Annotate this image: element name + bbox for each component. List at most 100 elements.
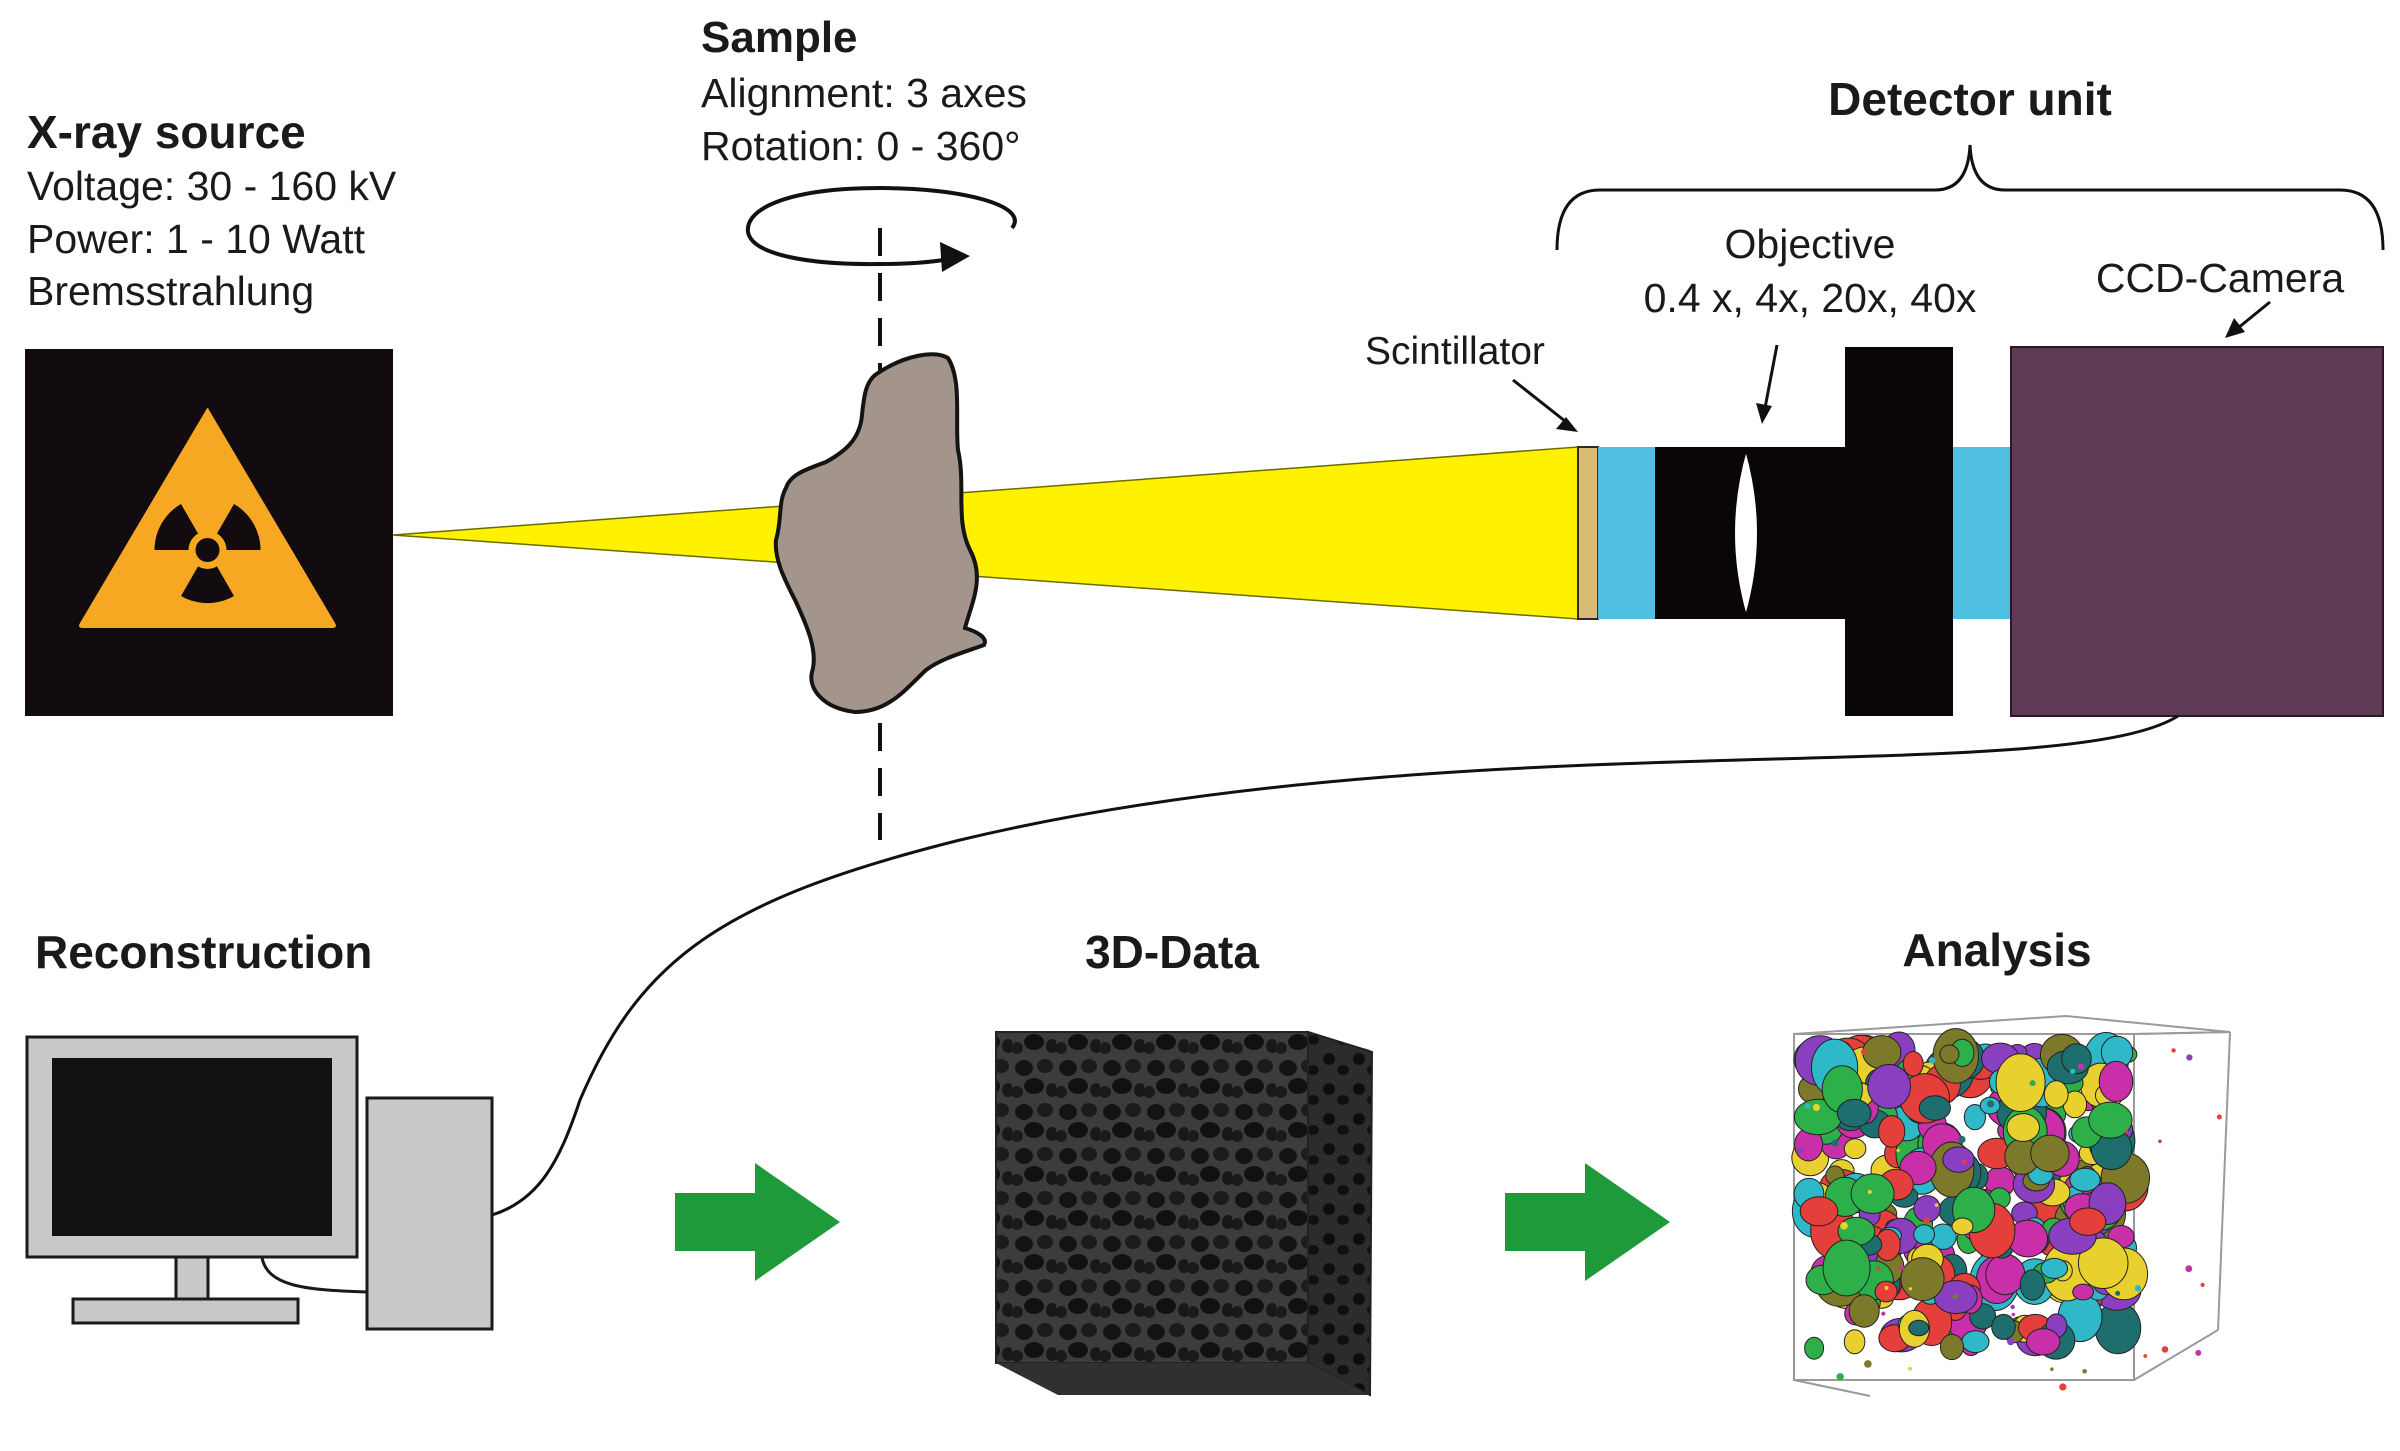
grain-speck xyxy=(1804,1103,1811,1109)
reconstruction-title: Reconstruction xyxy=(35,926,372,978)
grain-speck xyxy=(2143,1354,2148,1358)
detector-unit-brace xyxy=(1555,144,2385,251)
grain-speck xyxy=(2161,1346,2169,1353)
light-guide-front xyxy=(1598,447,1655,619)
grain-speck xyxy=(1908,1287,1913,1291)
objective-label: Objective xyxy=(1725,221,1896,267)
grain xyxy=(1850,1173,1895,1214)
grain-speck xyxy=(1861,1049,1867,1055)
grain xyxy=(2069,1207,2107,1236)
grain-speck xyxy=(1796,1146,1804,1154)
grain-speck xyxy=(2185,1265,2193,1273)
grain-speck xyxy=(1934,1203,1939,1207)
grain xyxy=(2040,1257,2069,1279)
grain-speck xyxy=(1840,1222,1848,1230)
grain-speck xyxy=(2200,1282,2205,1287)
objective-lens xyxy=(1733,446,1759,620)
sample-rotation: Rotation: 0 - 360° xyxy=(701,123,1021,169)
grain xyxy=(1961,1330,1990,1354)
ccd-camera-label: CCD-Camera xyxy=(2096,255,2345,301)
detector-unit-title: Detector unit xyxy=(1828,73,2112,125)
objective-pointer xyxy=(1756,344,1779,424)
grain-speck xyxy=(2171,1048,2176,1053)
xray-source-labels: X-ray source Voltage: 30 - 160 kV Power:… xyxy=(27,106,397,314)
analysis-grains xyxy=(1791,1028,2222,1391)
3d-data-cube xyxy=(995,1030,1374,1397)
xray-beam xyxy=(392,446,1579,620)
grain-speck xyxy=(2186,1054,2193,1061)
grain-speck xyxy=(2070,1068,2076,1074)
grain-speck xyxy=(1836,1373,1844,1381)
ccd-camera xyxy=(2010,346,2384,717)
grain xyxy=(2069,1167,2101,1192)
grain-speck xyxy=(1958,1135,1966,1144)
grain xyxy=(2006,1113,2040,1142)
grain xyxy=(1874,1280,1898,1303)
grain-speck xyxy=(1923,1217,1930,1224)
grain-speck xyxy=(2077,1063,2085,1070)
grain xyxy=(2026,1328,2061,1356)
grain xyxy=(1822,1239,1871,1297)
grain-speck xyxy=(2082,1369,2087,1374)
sample-alignment: Alignment: 3 axes xyxy=(701,70,1027,116)
grain xyxy=(2072,1283,2095,1301)
grain xyxy=(1939,1044,1960,1064)
grain xyxy=(1963,1104,1987,1131)
ccd-camera-pointer xyxy=(2225,300,2271,338)
grain-speck xyxy=(1864,1360,1872,1368)
grain xyxy=(1799,1196,1839,1227)
grain-speck xyxy=(1867,1189,1872,1194)
analysis-visualization xyxy=(1791,1014,2231,1397)
grain-speck xyxy=(2029,1080,2036,1087)
radiation-icon xyxy=(79,408,336,628)
grain-speck xyxy=(1952,1294,1958,1300)
grain-speck xyxy=(2007,1338,2015,1346)
grain-speck xyxy=(1896,1148,1900,1153)
grain xyxy=(1843,1138,1867,1160)
grain-speck xyxy=(1884,1286,1889,1290)
computer-icon xyxy=(25,1035,494,1331)
grain xyxy=(1942,1146,1975,1173)
grain-speck xyxy=(1929,1057,1936,1064)
objective-mount xyxy=(1845,347,1953,716)
grain-speck xyxy=(1831,1139,1839,1147)
grain-speck xyxy=(1881,1311,1886,1316)
grain xyxy=(1908,1319,1930,1337)
grain-speck xyxy=(1908,1366,1912,1371)
grain-speck xyxy=(2195,1349,2202,1356)
grain xyxy=(1804,1336,1825,1360)
grain xyxy=(2088,1101,2133,1139)
xray-source-power: Power: 1 - 10 Watt xyxy=(27,216,366,262)
grain xyxy=(1902,1051,1924,1077)
right-arrow-icon xyxy=(1505,1163,1670,1281)
grain xyxy=(1848,1294,1880,1328)
grain-speck xyxy=(2050,1367,2054,1371)
grain-speck xyxy=(2011,1312,2016,1317)
grain xyxy=(2043,1080,2069,1109)
xray-source-title: X-ray source xyxy=(27,106,306,158)
data-cable xyxy=(491,714,2179,1217)
grain xyxy=(2030,1134,2070,1173)
sample-title: Sample xyxy=(701,13,858,62)
sample-object xyxy=(773,352,987,715)
grain xyxy=(1900,1257,1945,1302)
grain xyxy=(1913,1224,1935,1245)
grain-speck xyxy=(1987,1100,1995,1108)
grain-speck xyxy=(1812,1103,1820,1112)
scintillator-pointer xyxy=(1512,378,1578,432)
grain-speck xyxy=(2115,1290,2121,1296)
grain-speck xyxy=(1876,1266,1881,1271)
scintillator xyxy=(1577,446,1599,620)
grain-speck xyxy=(2068,1254,2076,1263)
grain xyxy=(1951,1217,1974,1236)
grain xyxy=(1862,1035,1902,1070)
xray-source-type: Bremsstrahlung xyxy=(27,268,314,314)
grain xyxy=(2061,1043,2092,1075)
grain xyxy=(2077,1237,2129,1289)
grain xyxy=(1867,1064,1911,1109)
3d-data-title: 3D-Data xyxy=(1085,926,1259,978)
grain-speck xyxy=(2134,1285,2142,1292)
grain-speck xyxy=(2124,1130,2129,1134)
grain-speck xyxy=(1962,1159,1967,1165)
